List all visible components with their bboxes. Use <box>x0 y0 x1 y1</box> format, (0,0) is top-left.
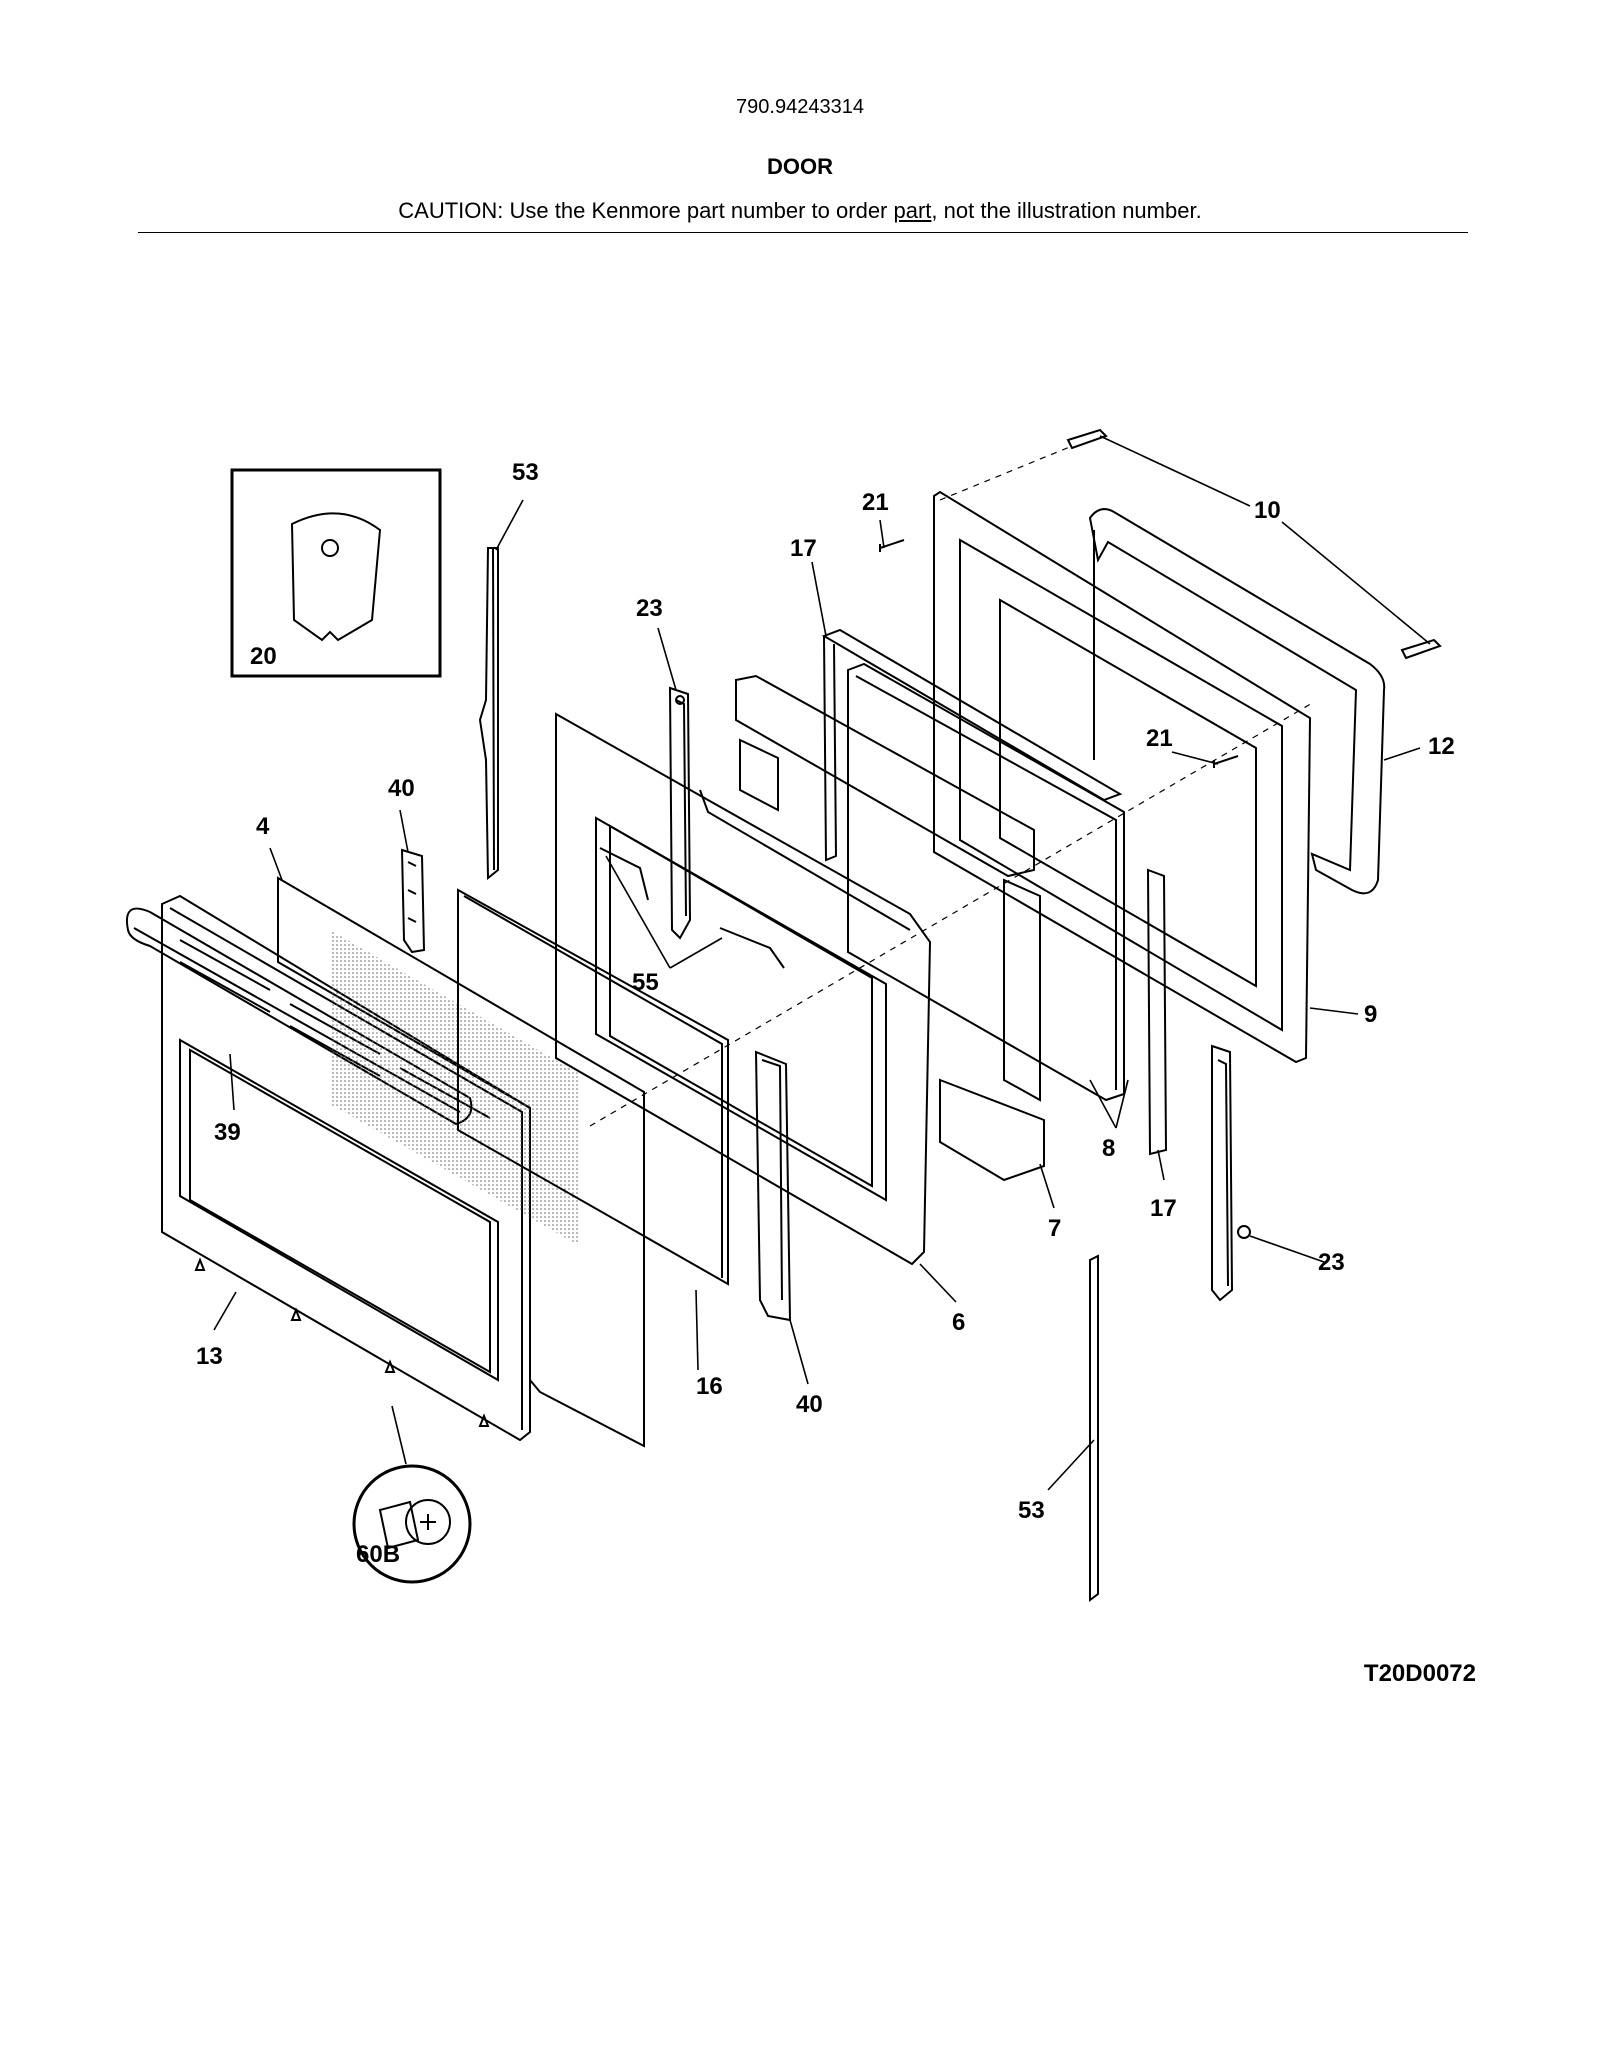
callout-53-top: 53 <box>512 459 539 486</box>
callout-13: 13 <box>196 1343 223 1370</box>
callout-40-top: 40 <box>388 775 415 802</box>
caution-part-link: part <box>893 198 932 223</box>
callout-40-bottom: 40 <box>796 1391 823 1418</box>
diagram-code: T20D0072 <box>1363 1660 1476 1687</box>
leader-lines <box>213 435 1431 1491</box>
outer-glass-4 <box>277 876 645 1448</box>
callout-17-top: 17 <box>790 535 817 562</box>
callout-9: 9 <box>1364 1001 1377 1028</box>
detail-circle-60B <box>352 1464 472 1584</box>
callout-7: 7 <box>1048 1215 1061 1242</box>
callout-21-top: 21 <box>862 489 889 516</box>
screws-10 <box>1066 428 1442 660</box>
callout-23-bottom: 23 <box>1318 1249 1345 1276</box>
hinge-23-top <box>668 686 692 940</box>
callout-23-top: 23 <box>636 595 663 622</box>
door-gasket-12 <box>1088 508 1386 895</box>
callout-20: 20 <box>250 643 277 670</box>
gasket-17 <box>821 628 1168 1156</box>
callout-39: 39 <box>214 1119 241 1146</box>
callout-16: 16 <box>696 1373 723 1400</box>
glass-panel-16 <box>457 888 729 1286</box>
alignment-lines <box>589 445 1315 1127</box>
callout-17-bottom: 17 <box>1150 1195 1177 1222</box>
caution-text-end: , not the illustration number. <box>931 198 1202 223</box>
hinge-23-bottom <box>1211 1044 1251 1302</box>
header-divider <box>138 232 1468 233</box>
callout-55: 55 <box>632 969 659 996</box>
callout-6: 6 <box>952 1309 965 1336</box>
model-number: 790.94243314 <box>736 96 864 118</box>
callout-8: 8 <box>1102 1135 1115 1162</box>
bracket-40-top <box>400 848 426 954</box>
insulation-7 <box>735 674 1045 1182</box>
screws-21 <box>879 539 1239 768</box>
callout-labels: 53 20 21 17 10 23 12 21 40 4 55 9 39 8 1… <box>196 459 1455 1568</box>
callout-53-bottom: 53 <box>1018 1497 1045 1524</box>
latch-bracket-55 <box>599 847 785 969</box>
seal-strip-53-top <box>478 547 499 881</box>
inner-liner-9 <box>933 490 1312 1064</box>
page-title: DOOR <box>767 154 833 179</box>
seal-strip-53-bottom <box>1089 1254 1099 1602</box>
caution-text-start: CAUTION: Use the Kenmore part number to … <box>398 198 894 223</box>
callout-60B: 60B <box>356 1541 400 1568</box>
callout-21-mid: 21 <box>1146 725 1173 752</box>
bracket-40-bottom <box>754 1050 792 1322</box>
inner-door-frame-6 <box>555 712 932 1266</box>
callout-4: 4 <box>256 813 270 840</box>
callout-10: 10 <box>1254 497 1281 524</box>
callout-12: 12 <box>1428 733 1455 760</box>
caution-note: CAUTION: Use the Kenmore part number to … <box>0 198 1600 224</box>
inset-box-part-20 <box>230 468 442 678</box>
